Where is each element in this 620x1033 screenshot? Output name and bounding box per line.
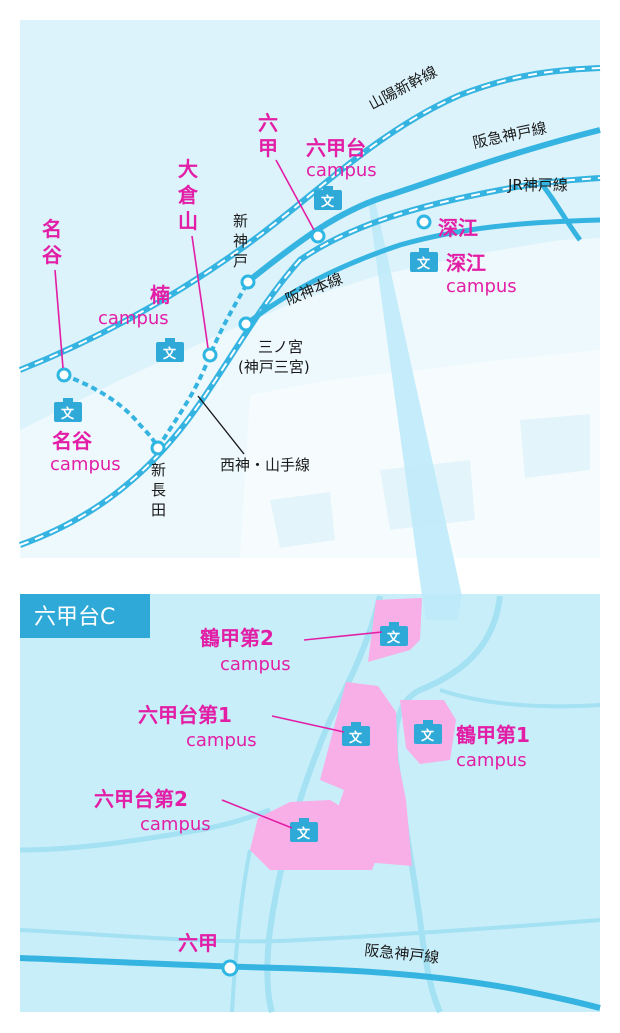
hanshin-line — [243, 217, 601, 327]
pier-1 — [270, 492, 335, 548]
label-myodani-campus-sub: campus — [50, 454, 121, 475]
label-rokkodai2: 六甲台第2 — [94, 787, 188, 811]
road-4 — [19, 918, 601, 944]
campus-icon-glyph: 文 — [349, 730, 363, 746]
sanyo-shinkansen-line-dash — [19, 67, 601, 371]
label-rokkodai1-sub: campus — [186, 730, 257, 751]
label-myodani-campus: 名谷 — [52, 429, 93, 453]
label-seishin-yamate: 西神・山手線 — [220, 456, 310, 474]
station-shin-nagata[interactable] — [150, 440, 166, 456]
zoom-beam — [368, 200, 462, 596]
label-tsurukabuto1: 鶴甲第1 — [456, 723, 530, 747]
label-fukae-campus: 深江 — [446, 251, 486, 275]
label-rokkodai-campus: 六甲台 — [306, 136, 366, 160]
label-shin-kobe-1: 新 — [233, 212, 248, 230]
hankyu-kobe-line — [248, 127, 601, 283]
campus-icon-kusunoki[interactable]: 文 — [156, 338, 184, 362]
station-shin-kobe[interactable] — [240, 274, 256, 290]
label-kusunoki-campus: 楠 — [150, 283, 170, 307]
jr-kobe-line-dash — [19, 177, 601, 546]
zoom-beam-lower — [422, 594, 462, 620]
jr-branch-line — [538, 180, 583, 242]
campus-icon-tsurukabuto2[interactable]: 文 — [380, 622, 408, 646]
area-tag — [20, 594, 150, 638]
leader-seishin-yamate — [197, 395, 245, 455]
campus-icon-rokkodai2[interactable]: 文 — [290, 818, 318, 842]
road-3 — [19, 807, 271, 853]
label-rokko-station: 六甲 — [178, 931, 218, 955]
label-shin-kobe-3: 戸 — [233, 252, 248, 270]
station-myodani[interactable] — [56, 367, 72, 383]
label-myodani-1: 名 — [42, 217, 62, 241]
leader-rokko — [275, 159, 315, 231]
label-shin-nagata-2: 長 — [151, 481, 166, 499]
leader-rokkodai2 — [221, 799, 293, 829]
campus-icon-glyph: 文 — [417, 256, 431, 272]
label-tsurukabuto2-sub: campus — [220, 654, 291, 675]
campus-icon-glyph: 文 — [61, 406, 75, 422]
label-myodani-2: 谷 — [42, 243, 63, 267]
hankyu-kobe-line-bottom — [19, 955, 601, 1011]
label-rokkodai-campus-sub: campus — [306, 160, 377, 181]
label-okurayama-2: 倉 — [177, 183, 199, 207]
bottom-map: 六甲台C 文 文 文 文 鶴甲第2 campus 六甲台第1 campus — [19, 594, 601, 1014]
leader-myodani — [54, 269, 64, 369]
station-fukae[interactable] — [416, 214, 432, 230]
label-shin-kobe-2: 神 — [233, 232, 248, 250]
label-shin-nagata-1: 新 — [151, 461, 166, 479]
label-sannomiya: 三ノ宮 — [258, 338, 303, 356]
leader-tsurukabuto2 — [303, 631, 383, 641]
station-sannomiya[interactable] — [238, 316, 254, 332]
label-rokko-1: 六 — [258, 111, 278, 135]
label-okurayama-3: 山 — [178, 209, 198, 233]
campus-icon-glyph: 文 — [163, 346, 177, 362]
campus-icon-glyph: 文 — [321, 194, 335, 210]
label-jr-kobe: JR神戸線 — [507, 176, 568, 194]
campus-icon-tsurukabuto1[interactable]: 文 — [414, 720, 442, 744]
label-rokkodai2-sub: campus — [140, 814, 211, 835]
label-shin-nagata-3: 田 — [151, 501, 166, 519]
label-okurayama-1: 大 — [178, 157, 198, 181]
label-tsurukabuto1-sub: campus — [456, 750, 527, 771]
campus-icon-glyph: 文 — [421, 728, 435, 744]
station-okurayama[interactable] — [202, 347, 218, 363]
top-map: 山陽新幹線 阪急神戸線 JR神戸線 阪神本線 西神・山手線 新 神 戸 三ノ宮 … — [18, 20, 601, 596]
area-tag-label: 六甲台C — [34, 605, 115, 630]
pier-3 — [520, 414, 590, 478]
road-5 — [230, 849, 252, 1013]
campus-icon-glyph: 文 — [387, 630, 401, 646]
leader-rokkodai1 — [271, 715, 345, 733]
campus-icon-fukae[interactable]: 文 — [410, 248, 438, 272]
station-rokko[interactable] — [310, 228, 326, 244]
label-fukae-campus-sub: campus — [446, 276, 517, 297]
label-fukae-station: 深江 — [438, 216, 478, 240]
road-6 — [439, 688, 601, 709]
campus-icon-glyph: 文 — [297, 826, 311, 842]
label-rokko-2: 甲 — [258, 136, 278, 160]
campus-icon-myodani[interactable]: 文 — [54, 398, 82, 422]
leader-okurayama — [191, 235, 209, 349]
campus-icon-rokkodai[interactable]: 文 — [314, 186, 342, 210]
label-rokkodai1: 六甲台第1 — [138, 703, 232, 727]
label-tsurukabuto2: 鶴甲第2 — [200, 626, 274, 650]
label-kusunoki-campus-sub: campus — [98, 308, 169, 329]
campus-icon-rokkodai1[interactable]: 文 — [342, 722, 370, 746]
label-sannomiya-sub: (神戸三宮) — [238, 358, 310, 376]
station-rokko-bottom[interactable] — [221, 959, 239, 977]
